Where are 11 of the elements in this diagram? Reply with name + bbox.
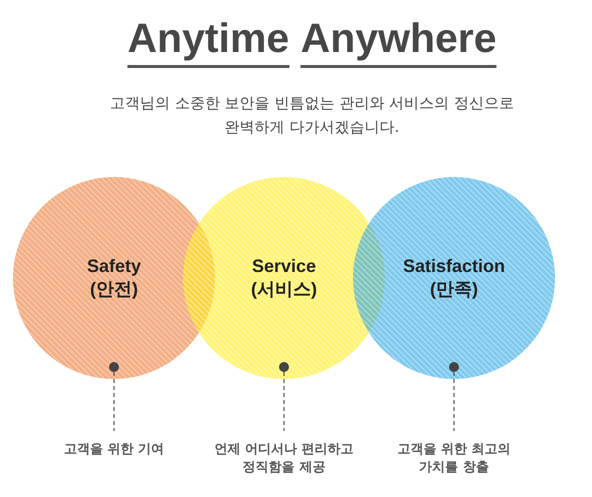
circle-title: Safety: [86, 255, 142, 278]
circle-title: Satisfaction: [402, 255, 506, 278]
circle-title: Service: [252, 255, 316, 278]
description-text: 고객을 위한 기여: [64, 442, 164, 457]
circle-subtitle: (서비스): [251, 278, 317, 301]
tagline: 고객님의 소중한 보안을 빈틈없는 관리와 서비스의 정신으로 완벽하게 다가서겠습니다.: [110, 94, 514, 136]
description-text: 언제 어디서나 편리하고 정직함을 제공: [214, 442, 354, 475]
circle-subtitle: (만족): [430, 278, 478, 301]
title: Anytime Anywhere: [127, 18, 497, 68]
description-text: 고객을 위한 최고의 가치를 창출: [397, 442, 511, 475]
circle-subtitle: (안전): [90, 278, 138, 301]
